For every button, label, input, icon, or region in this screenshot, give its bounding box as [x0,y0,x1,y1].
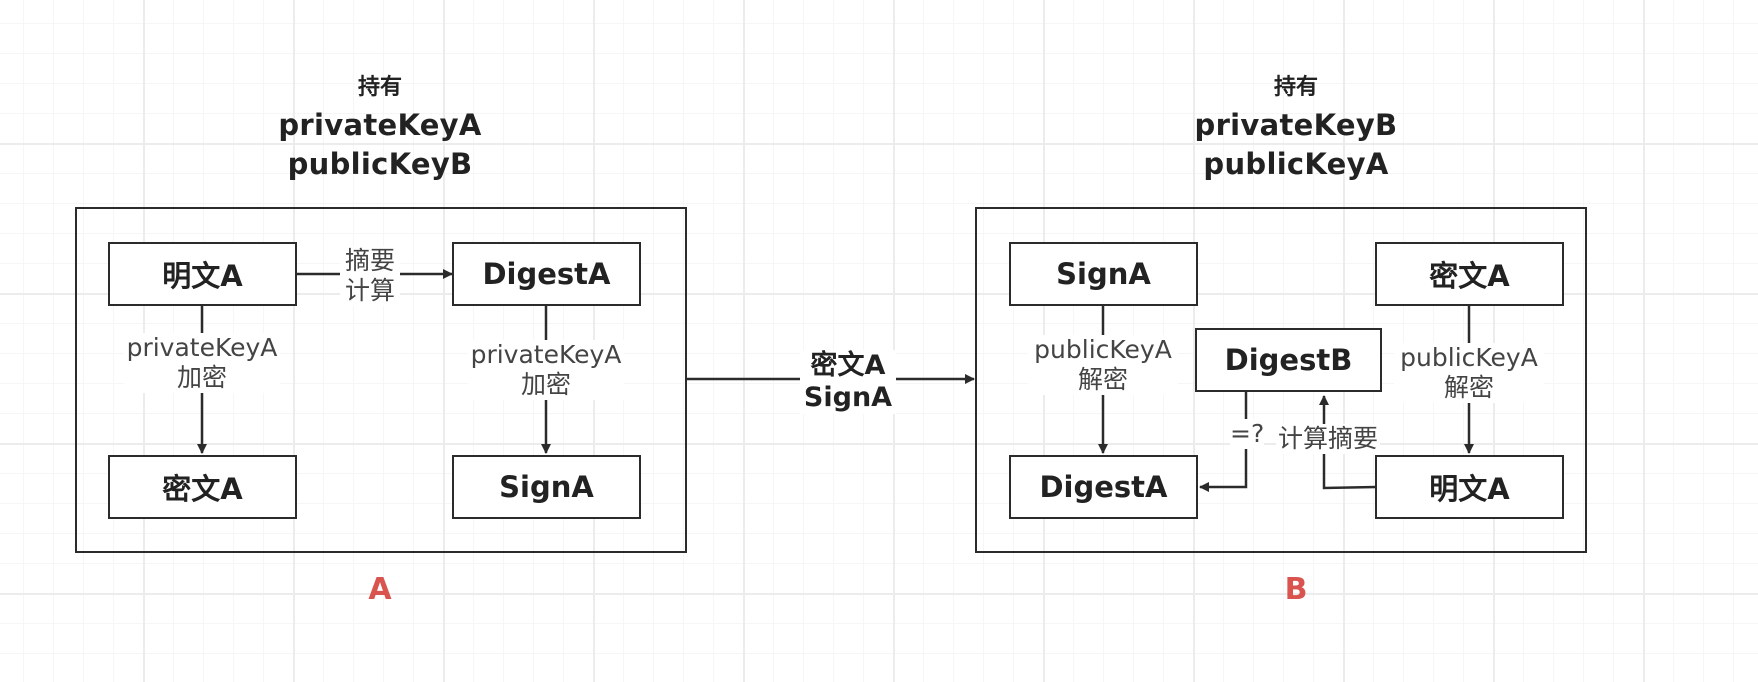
party-a-digest-calc-label: 摘要 计算 [340,246,400,306]
party-a-sign-box: SignA [452,455,641,519]
transfer-label: 密文A SignA [800,350,896,414]
party-b-digestb-label: DigestB [1224,343,1353,377]
party-b-header-line2: privateKeyB [1194,108,1398,142]
party-b-decrypt-cipher-line1: publicKeyA [1400,343,1538,372]
party-a-header-line3: publicKeyB [287,147,473,181]
party-b-ciphertext-box: 密文A [1375,242,1564,306]
party-b-frame [975,207,1587,553]
party-a-header: 持有 privateKeyA publicKeyB [230,70,530,184]
party-b-digesta-box: DigestA [1009,455,1198,519]
party-a-digest-calc-line1: 摘要 [344,246,395,275]
party-b-decrypt-cipher-line2: 解密 [1443,373,1494,402]
transfer-line1: 密文A [810,350,886,381]
party-a-plaintext-label: 明文A [162,259,243,293]
party-b-decrypt-sign-line2: 解密 [1077,365,1128,394]
party-b-compute-digest-label: 计算摘要 [1276,424,1380,454]
party-a-encrypt-plain-label: privateKeyA 加密 [124,333,280,393]
party-a-name: A [368,572,392,607]
party-b-plaintext-box: 明文A [1375,455,1564,519]
party-a-frame [75,207,687,553]
party-b-decrypt-sign-line1: publicKeyA [1034,335,1172,364]
party-b-plaintext-label: 明文A [1429,472,1510,506]
party-b-sign-box: SignA [1009,242,1198,306]
party-a-encrypt-plain-line1: privateKeyA [126,333,278,362]
party-b-decrypt-cipher-label: publicKeyA 解密 [1394,343,1544,403]
party-a-header-line2: privateKeyA [278,108,482,142]
party-a-digest-label: DigestA [482,257,611,291]
party-b-ciphertext-label: 密文A [1429,259,1510,293]
party-a-plaintext-box: 明文A [108,242,297,306]
party-b-sign-label: SignA [1056,257,1151,291]
party-a-sign-label: SignA [499,470,594,504]
party-b-decrypt-sign-label: publicKeyA 解密 [1028,335,1178,395]
party-b-digestb-box: DigestB [1195,328,1382,392]
party-a-encrypt-digest-line1: privateKeyA [470,340,622,369]
party-a-encrypt-digest-label: privateKeyA 加密 [468,340,624,400]
party-b-header-line1: 持有 [1273,75,1318,100]
party-a-ciphertext-label: 密文A [162,472,243,506]
party-b-header-line3: publicKeyA [1203,147,1389,181]
party-b-header: 持有 privateKeyB publicKeyA [1146,70,1446,184]
transfer-line2: SignA [803,382,893,413]
party-b-digesta-label: DigestA [1039,470,1168,504]
party-a-encrypt-plain-line2: 加密 [176,363,227,392]
party-a-encrypt-digest-line2: 加密 [520,370,571,399]
party-b-name: B [1284,572,1308,607]
party-a-digest-calc-line2: 计算 [344,276,395,305]
party-a-header-line1: 持有 [357,75,402,100]
party-b-compare-label: =? [1230,419,1265,449]
party-a-digest-box: DigestA [452,242,641,306]
party-a-ciphertext-box: 密文A [108,455,297,519]
